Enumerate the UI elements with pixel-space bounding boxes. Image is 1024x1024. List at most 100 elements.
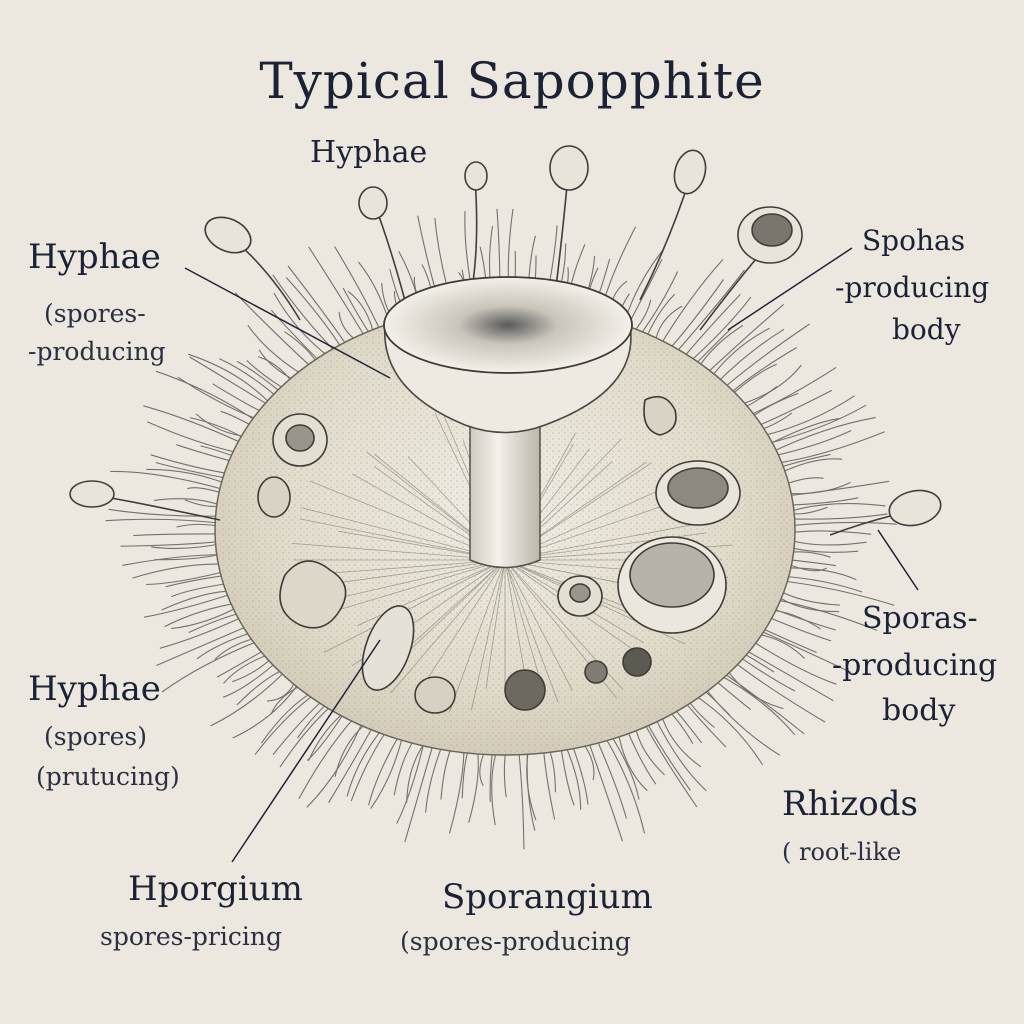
hypha-filament [287,265,350,349]
hypha-filament [298,715,357,800]
internal-filament [504,559,529,691]
hypha-filament [105,518,224,525]
label-left-upper-line1: (spores- [44,299,146,328]
hypha-filament [736,364,802,407]
hypha-filament [764,418,840,447]
hypha-filament [526,747,536,831]
label-left-lower-line1: (spores) [44,722,147,751]
hypha-filament [642,720,698,808]
hypha-filament [696,324,744,371]
hypha-filament [703,303,785,377]
hypha-filament [786,521,897,527]
hypha-filament [716,673,796,736]
label-left-lower-line2: (prutucing) [36,762,180,791]
hypha-filament [468,747,479,823]
internal-filament [416,559,506,696]
hypha-filament [396,739,426,824]
hypha-filament [682,698,727,748]
hypha-filament [491,748,499,826]
hypha-filament [771,598,878,631]
internal-filament [449,559,506,713]
hypha-filament [161,639,262,693]
hypha-filament [730,659,826,723]
label-top-hyphae: Hyphae [310,135,427,170]
label-right-middle-name: Sporas- [862,601,978,636]
hypha-filament [714,328,785,386]
hypha-filament [334,246,383,335]
hypha-filament [786,530,872,535]
hypha-filament [159,614,247,649]
hypha-filament [517,747,525,850]
hypha-filament [772,431,885,465]
hypha-filament [775,588,840,606]
hypha-filament [748,638,837,685]
hypha-filament [759,395,855,438]
internal-filament [485,559,506,689]
hypha-filament [778,579,895,606]
hypha-filament [171,582,233,598]
hypha-filament [687,296,752,365]
hypha-filament [232,679,302,739]
internal-filament [471,559,506,711]
hypha-filament [735,653,796,692]
label-right-lower-name: Rhizods [782,784,918,824]
internal-filament [504,559,541,680]
hypha-filament [155,370,260,424]
hypha-filament [769,430,852,458]
hypha-filament [784,497,859,506]
label-left-upper-name: Hyphae [28,237,161,277]
hypha-filament [156,623,252,667]
hypha-filament [146,569,229,586]
hypha-filament [781,567,857,581]
hypha-filament [425,742,444,813]
hypha-filament [755,628,852,673]
internal-filament [325,559,506,615]
hypha-filament [370,733,404,809]
internal-filament [323,559,506,653]
hypha-filament [328,723,376,803]
hypha-filament [143,405,247,446]
label-right-upper-line2: body [892,313,961,346]
hypha-filament [110,470,229,492]
hypha-filament [132,563,228,579]
hypha-filament [634,723,665,776]
hypha-filament [133,533,224,537]
internal-filament [390,559,506,694]
hypha-filament [273,292,332,359]
hypha-filament [757,625,817,654]
hypha-filament [785,513,888,520]
hypha-filament [143,592,236,618]
hypha-filament [719,670,805,735]
hypha-filament [108,508,225,517]
hypha-filament [161,590,235,611]
internal-filament [504,559,559,703]
hypha-filament [724,666,784,710]
spore-cups [257,395,741,714]
label-left-upper-line2: -producing [28,337,166,366]
label-right-lower-line1: ( root-like [782,838,901,866]
hypha-filament [210,668,289,727]
hypha-filament [768,417,876,455]
hypha-filament [653,714,707,792]
hypha-filament [187,353,274,407]
stalked-sporangia [69,145,942,536]
label-left-lower-name: Hyphae [28,669,161,709]
label-bottom-left-line1: spores-pricing [100,922,282,951]
hypha-filament [189,356,273,408]
label-right-middle-line2: body [882,693,955,728]
hypha-filament [785,538,867,546]
hypha-filament [617,729,648,792]
internal-filament [504,518,722,561]
hypha-filament [702,684,781,756]
hypha-filament [602,734,646,834]
hypha-filament [720,323,810,391]
label-bottom-center-name: Sporangium [442,877,653,917]
hypha-filament [779,575,863,593]
hypha-filament [120,540,225,547]
hypha-filament [595,736,628,819]
hypha-filament [334,720,370,778]
hypha-filament [658,259,724,348]
hypha-filament [404,741,435,843]
label-right-upper-line1: -producing [835,271,989,304]
